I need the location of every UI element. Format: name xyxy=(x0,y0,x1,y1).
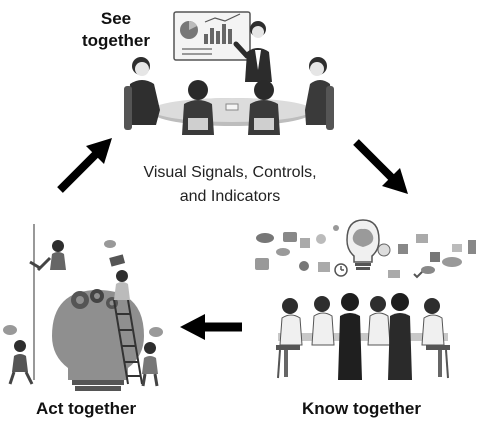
arrow-see-to-know xyxy=(353,139,408,194)
arrow-know-to-act xyxy=(180,314,242,340)
center-caption: Visual Signals, Controls, and Indicators xyxy=(120,161,340,209)
arrow-act-to-see xyxy=(57,138,112,193)
see-together-label: See together xyxy=(76,8,156,52)
see-together-illustration xyxy=(124,11,334,135)
see-together-label-line2: together xyxy=(82,31,150,50)
act-together-illustration xyxy=(3,224,163,391)
center-caption-line2: and Indicators xyxy=(179,188,281,205)
center-caption-line1: Visual Signals, Controls, xyxy=(143,164,317,181)
know-together-label: Know together xyxy=(302,399,421,418)
act-together-label: Act together xyxy=(36,399,137,418)
know-together-illustration xyxy=(255,219,476,380)
see-together-label-line1: See xyxy=(100,9,132,28)
